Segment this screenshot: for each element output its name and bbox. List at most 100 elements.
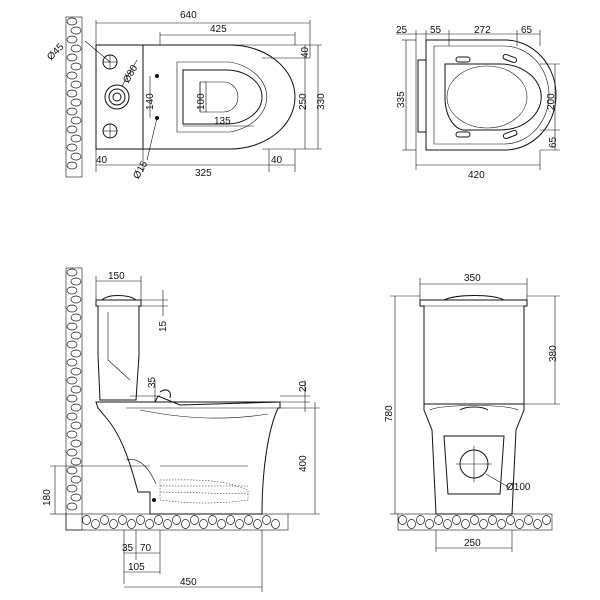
dim-side-seat-offset: 35 (147, 376, 158, 388)
dim-front-outlet-dia: Ø100 (506, 482, 531, 493)
stone-texture (461, 519, 470, 529)
stone-texture (70, 331, 82, 340)
seat-outer (425, 39, 557, 151)
stone-texture (416, 515, 425, 525)
bowl-inner (182, 69, 263, 125)
top-view-wall (65, 16, 83, 178)
stone-texture (497, 519, 506, 529)
stone-texture (66, 322, 78, 331)
stone-texture (66, 286, 78, 295)
stone-texture (271, 519, 280, 529)
stone-texture (70, 295, 82, 304)
dim-top-bolt-dia: Ø15 (131, 159, 150, 181)
stone-texture (70, 80, 82, 89)
front-view-floor (397, 513, 553, 531)
dim-front-tank-height: 380 (548, 345, 559, 362)
seat-bumper-bottom (502, 129, 518, 140)
stone-texture (70, 313, 82, 322)
stone-texture (145, 519, 154, 529)
dim-seat-length: 272 (474, 25, 491, 36)
dim-top-left-offset: 40 (96, 155, 108, 166)
bowl-side-outline (95, 401, 281, 515)
dim-seat-right-lower: 65 (548, 136, 559, 148)
stone-texture (217, 519, 226, 529)
stone-texture (66, 71, 78, 80)
stone-texture (66, 107, 78, 116)
stone-texture (118, 515, 127, 525)
stone-texture (66, 412, 78, 421)
stone-texture (506, 515, 515, 525)
stone-texture (488, 515, 497, 525)
side-view: 150 15 35 20 400 180 35 70 105 450 (42, 267, 320, 592)
stone-texture (91, 519, 100, 529)
stone-texture (70, 349, 82, 358)
dim-seat-front-gap: 65 (521, 25, 533, 36)
stone-texture (66, 394, 78, 403)
seat-view: 25 55 272 65 335 200 65 420 (396, 25, 560, 181)
stone-texture (452, 515, 461, 525)
dim-side-wall-to-front: 450 (180, 577, 197, 588)
dim-top-tank-hole: Ø45 (45, 41, 66, 62)
outlet-outline (205, 81, 239, 113)
dim-side-tank-depth: 150 (108, 271, 125, 282)
stone-texture (163, 519, 172, 529)
dim-side-lid-height: 15 (158, 320, 169, 332)
stone-texture (66, 430, 78, 439)
stone-texture (100, 515, 109, 525)
stone-texture (425, 519, 434, 529)
stone-texture (66, 89, 78, 98)
stone-texture (66, 161, 78, 170)
seat-bumper-top (502, 53, 518, 64)
stone-texture (407, 519, 416, 529)
bowl-outline (143, 44, 296, 150)
stone-texture (154, 515, 163, 525)
dim-seat-hinge-offset: 25 (396, 25, 408, 36)
tank-side-outline (95, 299, 142, 401)
dim-top-overall-width: 330 (316, 93, 327, 110)
stone-texture (253, 519, 262, 529)
dim-side-bowl-height: 400 (298, 455, 309, 472)
front-view: 350 380 780 Ø100 250 (384, 273, 560, 552)
dim-front-overall-height: 780 (384, 405, 395, 422)
stone-texture (199, 519, 208, 529)
stone-texture (136, 515, 145, 525)
stone-texture (172, 515, 181, 525)
dim-top-seat-hole-spacing: 140 (145, 93, 156, 110)
dim-seat-inner-width: 200 (546, 93, 557, 110)
stone-texture (190, 515, 199, 525)
dim-front-base-width: 250 (464, 538, 481, 549)
stone-texture (533, 519, 542, 529)
dim-top-right-end: 40 (271, 155, 283, 166)
dim-side-outlet-height: 180 (42, 489, 53, 506)
stone-texture (70, 98, 82, 107)
seat-side (154, 395, 281, 406)
stone-texture (70, 493, 82, 502)
dim-top-right-gap: 40 (300, 46, 311, 58)
stone-texture (235, 519, 244, 529)
dim-front-tank-width: 350 (464, 273, 481, 284)
stone-texture (70, 475, 82, 484)
dim-top-overall-length: 640 (180, 10, 197, 21)
stone-texture (515, 519, 524, 529)
stone-texture (66, 268, 78, 277)
dim-top-outlet-length: 135 (214, 116, 231, 127)
stone-texture (66, 340, 78, 349)
tank-front-outline (419, 299, 528, 405)
stone-texture (542, 515, 551, 525)
stone-texture (244, 515, 253, 525)
stone-texture (70, 421, 82, 430)
water-level-hatch (159, 479, 249, 504)
stone-texture (66, 125, 78, 134)
dim-side-outlet-x1: 35 (122, 543, 134, 554)
seat-bolt-top (155, 74, 159, 78)
stone-texture (66, 53, 78, 62)
stone-texture (70, 44, 82, 53)
stone-texture (70, 439, 82, 448)
stone-texture (226, 515, 235, 525)
dim-seat-hinge-gap: 55 (430, 25, 442, 36)
side-view-wall (65, 267, 289, 531)
stone-texture (109, 519, 118, 529)
stone-texture (524, 515, 533, 525)
stone-texture (66, 304, 78, 313)
